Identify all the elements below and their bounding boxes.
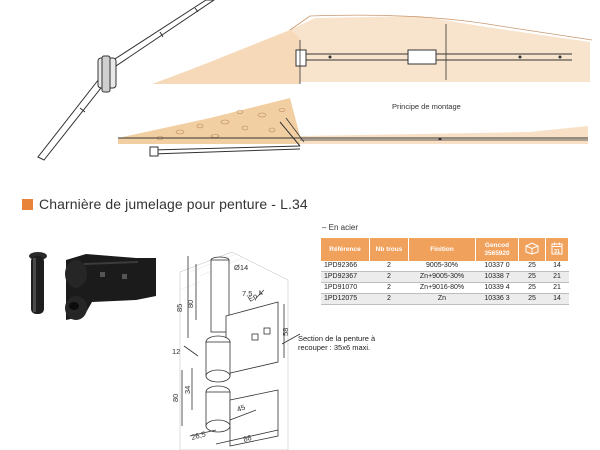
cell-holes: 2 <box>369 261 409 272</box>
dim-80-top: 80 <box>186 300 195 308</box>
dim-7-5: 7,5 <box>242 289 252 298</box>
table-row: 1PD92366 2 9005-30% 10337 0 25 14 <box>321 261 569 272</box>
cell-qty2: 14 <box>545 261 569 272</box>
cell-gencod: 10336 3 <box>475 293 519 305</box>
product-photo <box>29 252 156 320</box>
heading-bullet-square <box>22 198 33 210</box>
cell-ref: 1PD12075 <box>321 293 370 305</box>
dim-d14: Ø14 <box>234 263 248 272</box>
cell-qty1: 25 <box>518 282 546 294</box>
table-header-row: Référence Nb trous Finition Gencod 35659… <box>321 238 569 261</box>
col-finish: Finition <box>408 238 476 261</box>
hinge-body-image <box>65 254 156 320</box>
cell-ref: 1PD91070 <box>321 282 370 294</box>
angled-strap-hinge <box>37 0 215 161</box>
dim-58: 58 <box>281 328 290 336</box>
section-note: Section de la penture à recouper : 35x6 … <box>298 334 376 352</box>
col-box <box>518 238 546 261</box>
table-row: 1PD12075 2 Zn 10336 3 25 14 <box>321 293 569 305</box>
note-leader-line <box>282 333 301 345</box>
dim-85: 85 <box>175 304 184 312</box>
col-calendar: 31 <box>545 238 569 261</box>
cell-qty1: 25 <box>518 293 546 305</box>
table-row: 1PD91070 2 Zn+9016-80% 10339 4 25 21 <box>321 282 569 294</box>
product-heading: Charnière de jumelage pour penture - L.3… <box>22 196 308 212</box>
calendar-icon: 31 <box>551 242 563 255</box>
cell-qty2: 14 <box>545 293 569 305</box>
cell-holes: 2 <box>369 293 409 305</box>
cell-qty1: 25 <box>518 271 546 283</box>
cell-finish: Zn+9016-80% <box>408 282 476 294</box>
technical-drawing: Ø14 85 80 7,5 Ep 4 58 12 34 80 45 26,5 8… <box>171 251 290 450</box>
cell-holes: 2 <box>369 271 409 283</box>
table-row: 1PD92367 2 Zn+9005-30% 10338 7 25 21 <box>321 271 569 283</box>
dim-34: 34 <box>183 386 192 394</box>
dim-45: 45 <box>236 403 247 414</box>
cell-qty1: 25 <box>518 261 546 272</box>
box-icon <box>525 241 539 255</box>
cell-qty2: 21 <box>545 282 569 294</box>
cell-holes: 2 <box>369 282 409 294</box>
col-reference: Référence <box>321 238 370 261</box>
cell-ref: 1PD92367 <box>321 271 370 283</box>
dim-12: 12 <box>172 347 180 356</box>
hinge-pin-image <box>29 252 47 314</box>
dim-80-bottom: 80 <box>171 394 180 402</box>
dim-86: 86 <box>242 433 252 444</box>
material-label: – En acier <box>322 223 359 232</box>
dim-26-5: 26,5 <box>190 429 206 441</box>
cell-finish: Zn <box>408 293 476 305</box>
product-title: Charnière de jumelage pour penture - L.3… <box>39 196 308 212</box>
col-holes: Nb trous <box>369 238 409 261</box>
col-gencod: Gencod 3565920 <box>475 238 519 261</box>
cell-finish: 9005-30% <box>408 261 476 272</box>
mounting-caption: Principe de montage <box>392 102 461 111</box>
cell-ref: 1PD92366 <box>321 261 370 272</box>
calendar-number: 31 <box>554 249 560 255</box>
cell-gencod: 10339 4 <box>475 282 519 294</box>
spec-table: Référence Nb trous Finition Gencod 35659… <box>321 238 569 305</box>
gencod-line2: 3565920 <box>484 249 510 257</box>
mounting-diagram <box>37 0 593 161</box>
cell-qty2: 21 <box>545 271 569 283</box>
gencod-line1: Gencod <box>484 241 510 249</box>
cell-finish: Zn+9005-30% <box>408 271 476 283</box>
gravel-slope-diagram <box>118 98 588 157</box>
cell-gencod: 10337 0 <box>475 261 519 272</box>
cell-gencod: 10338 7 <box>475 271 519 283</box>
side-view-diagram <box>152 14 593 84</box>
